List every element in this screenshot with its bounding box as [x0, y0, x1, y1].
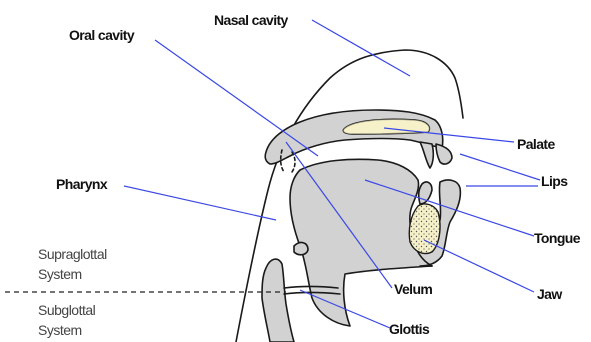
- leader-jaw: [424, 240, 534, 292]
- label-pharynx: Pharynx: [56, 176, 108, 192]
- leader-lips-upper: [460, 154, 540, 180]
- leader-nasal-cavity: [312, 20, 410, 76]
- epiglottis: [294, 243, 308, 255]
- label-tongue: Tongue: [534, 230, 581, 246]
- lower-teeth: [419, 182, 432, 204]
- label-supraglottal-line2: System: [38, 266, 82, 282]
- label-subglottal-line2: System: [38, 322, 82, 338]
- label-glottis: Glottis: [389, 321, 430, 337]
- label-supraglottal-line1: Supraglottal: [38, 246, 107, 262]
- label-oral-cavity: Oral cavity: [69, 27, 135, 43]
- label-lips: Lips: [541, 173, 568, 189]
- upper-teeth: [420, 142, 433, 168]
- leader-oral-cavity: [155, 40, 318, 156]
- label-velum: Velum: [394, 281, 432, 297]
- label-jaw: Jaw: [537, 286, 562, 302]
- label-nasal-cavity: Nasal cavity: [214, 12, 289, 28]
- larynx-shape: [262, 259, 294, 342]
- label-subglottal-line1: Subglottal: [38, 302, 96, 318]
- label-palate: Palate: [517, 136, 555, 152]
- upper-lip: [436, 144, 452, 164]
- leader-pharynx: [124, 186, 276, 220]
